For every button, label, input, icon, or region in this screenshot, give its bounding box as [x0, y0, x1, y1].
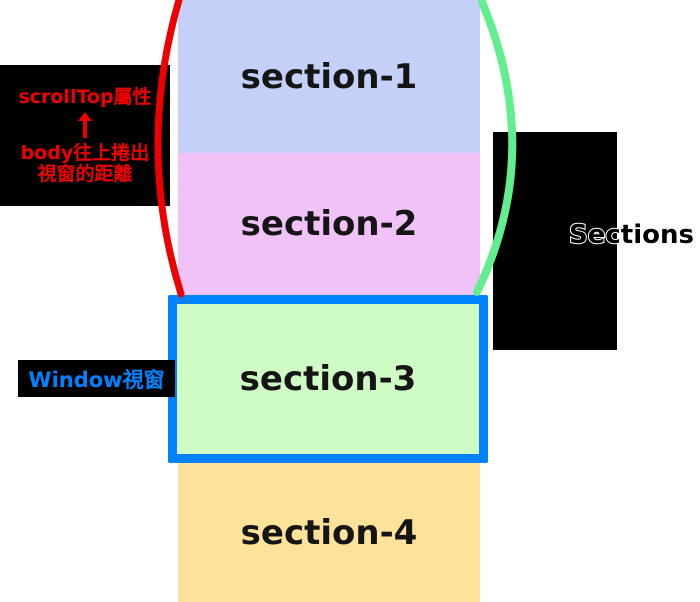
arrow-head [78, 111, 92, 121]
section-3-label: section-3 [239, 359, 417, 399]
section-2-label: section-2 [240, 204, 418, 244]
scrolltop-description-line-1: body往上捲出 [20, 141, 150, 164]
section-4-block: section-4 [178, 463, 480, 602]
section-4-label: section-4 [240, 512, 418, 553]
arrow-up-icon [77, 111, 93, 138]
window-viewport-frame: section-3 [168, 295, 488, 463]
scrolltop-description-line-2: 視窗的距離 [37, 162, 133, 185]
section-2-block: section-2 [178, 153, 480, 295]
window-annotation-box: Window視窗 [18, 360, 175, 397]
scrolltop-annotation-box: scrollTop屬性 body往上捲出 視窗的距離 [0, 65, 170, 206]
sections-annotation-box: Sections [493, 132, 695, 350]
section-1-block: section-1 [178, 0, 480, 153]
scrolltop-attribute-label: scrollTop屬性 [18, 85, 152, 108]
section-1-label: section-1 [240, 56, 418, 97]
window-label: Window視窗 [28, 367, 165, 392]
arrow-shaft [83, 119, 87, 138]
sections-label: Sections [568, 219, 695, 251]
